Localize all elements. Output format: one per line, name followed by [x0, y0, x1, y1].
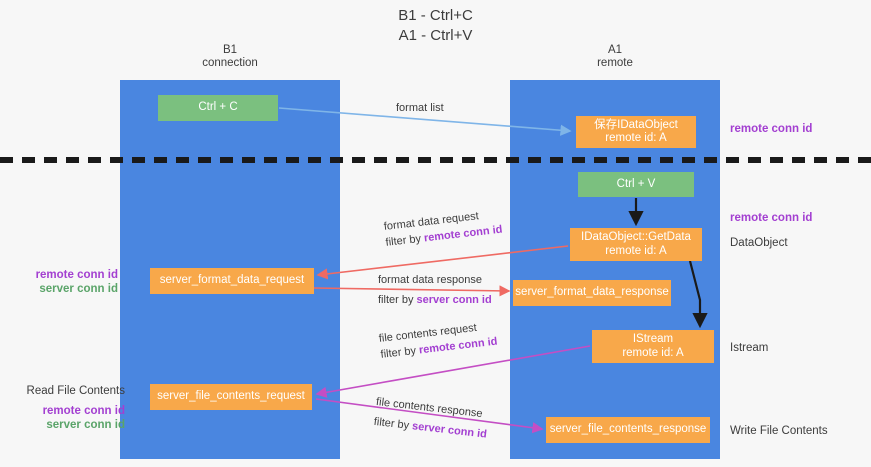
box-server-file-contents-response-label: server_file_contents_response [549, 423, 707, 436]
box-save-idataobject[interactable]: 保存IDataObject remote id: A [576, 116, 696, 148]
box-server-file-contents-request[interactable]: server_file_contents_request [150, 384, 312, 410]
swimlane-a1-name: A1 [607, 44, 623, 56]
label-filter-prefix: filter by [380, 344, 420, 361]
box-server-file-contents-request-label: server_file_contents_request [157, 390, 305, 403]
label-file-contents-response: file contents response filter by server … [373, 394, 490, 443]
swimlane-b1-name: B1 [222, 44, 238, 56]
swimlane-header-a1: A1 remote [510, 44, 720, 70]
box-idataobject-getdata-line1: IDataObject::GetData [581, 231, 691, 243]
annotation-right-remote-conn-id-mid: remote conn id [730, 212, 813, 224]
box-ctrl-c[interactable]: Ctrl + C [158, 95, 278, 121]
box-server-file-contents-response[interactable]: server_file_contents_response [546, 417, 710, 443]
box-istream[interactable]: IStream remote id: A [592, 330, 714, 363]
title-line-2: A1 - Ctrl+V [398, 27, 473, 44]
annotation-left2-server-conn-id: server conn id [46, 419, 125, 431]
title-line-1: B1 - Ctrl+C [398, 7, 473, 24]
box-istream-line1: IStream [632, 333, 674, 345]
label-format-data-request: format data request filter by remote con… [383, 206, 503, 251]
label-filter-prefix: filter by [378, 294, 417, 306]
annotation-read-file-contents: Read File Contents [26, 385, 125, 397]
annotation-right-write-file-contents: Write File Contents [730, 425, 828, 437]
box-server-format-data-response[interactable]: server_format_data_response [513, 280, 671, 306]
box-idataobject-getdata[interactable]: IDataObject::GetData remote id: A [570, 228, 702, 261]
annotation-left2-remote-conn-id: remote conn id [42, 405, 125, 417]
label-format-data-response: format data response filter by server co… [378, 272, 492, 308]
annotation-left-conn-ids: remote conn id server conn id [20, 268, 118, 296]
swimlane-header-b1: B1 connection [120, 44, 340, 70]
label-format-data-response-filter: filter by server conn id [378, 292, 492, 308]
page-title: B1 - Ctrl+C A1 - Ctrl+V [0, 6, 871, 46]
label-format-data-response-title: format data response [378, 274, 482, 286]
annotation-left-read-file-contents: Read File Contents remote conn id server… [20, 384, 125, 432]
box-idataobject-getdata-line2: remote id: A [605, 244, 667, 257]
label-format-list-text: format list [396, 102, 444, 114]
annotation-right-dataobject: DataObject [730, 237, 788, 249]
swimlane-a1-sub: remote [597, 57, 633, 69]
box-server-format-data-request-label: server_format_data_request [159, 274, 305, 287]
box-server-format-data-request[interactable]: server_format_data_request [150, 268, 314, 294]
label-filter-prefix: filter by [373, 415, 413, 433]
box-save-idataobject-line1: 保存IDataObject [594, 118, 678, 131]
box-server-format-data-response-label: server_format_data_response [515, 286, 669, 299]
box-ctrl-c-label: Ctrl + C [198, 101, 238, 114]
phase-separator-dashed-line [0, 157, 871, 163]
label-filter-prefix: filter by [385, 232, 425, 249]
swimlane-b1-sub: connection [202, 57, 258, 69]
annotation-left-remote-conn-id: remote conn id [35, 269, 118, 281]
label-file-contents-request: file contents request filter by remote c… [378, 318, 498, 363]
box-ctrl-v-label: Ctrl + V [616, 177, 656, 190]
box-istream-line2: remote id: A [622, 346, 684, 359]
annotation-right-remote-conn-id-top: remote conn id [730, 123, 813, 135]
box-save-idataobject-line2: remote id: A [605, 132, 667, 144]
label-filter-server-conn-id: server conn id [411, 420, 488, 441]
annotation-left-server-conn-id: server conn id [39, 283, 118, 295]
label-filter-server-conn-id: server conn id [416, 294, 492, 306]
annotation-right-istream: Istream [730, 342, 769, 354]
box-ctrl-v[interactable]: Ctrl + V [578, 172, 694, 197]
label-format-list: format list [396, 100, 444, 116]
